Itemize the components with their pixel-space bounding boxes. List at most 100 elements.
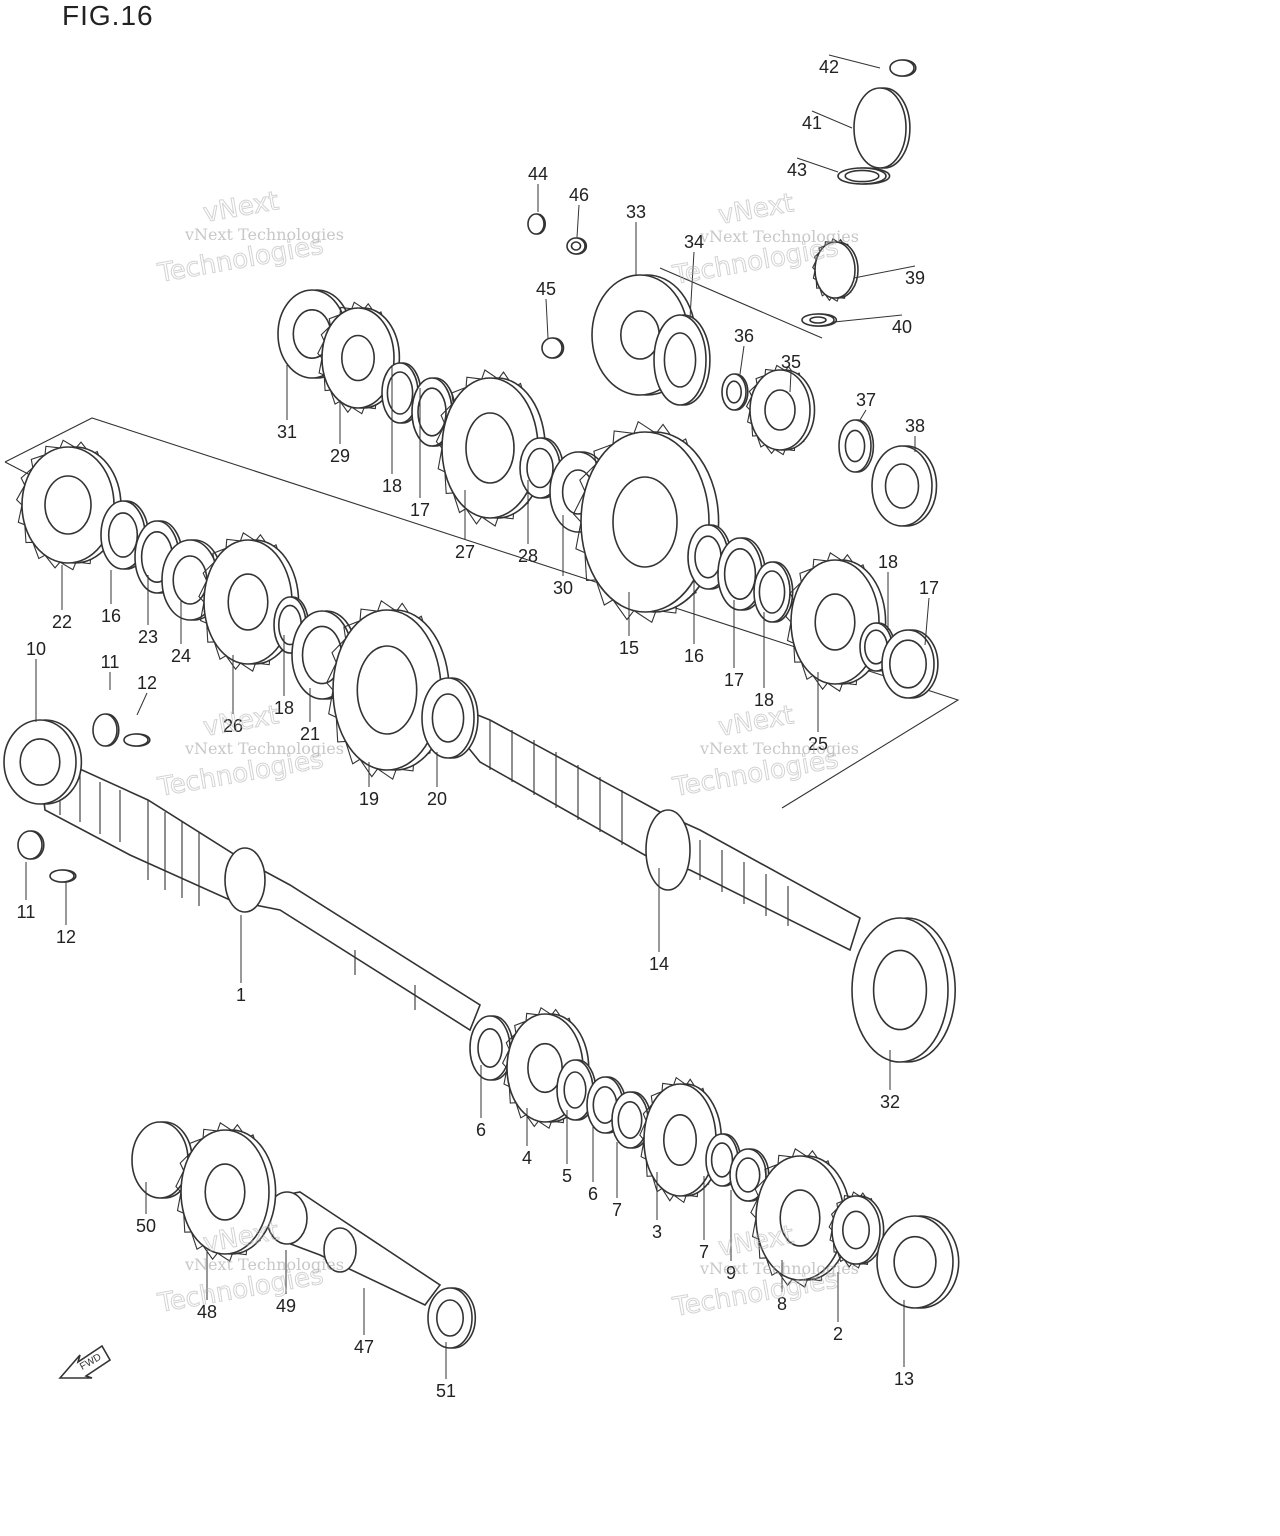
part-number-label: 1 [236, 985, 246, 1005]
part-bore [809, 316, 827, 324]
component-shape [876, 1215, 960, 1309]
watermark-text: vNext [716, 700, 796, 743]
part-number-label: 31 [277, 422, 297, 442]
part-face [123, 733, 149, 747]
part-number-label: 4 [522, 1148, 532, 1168]
leader-line [859, 409, 867, 421]
leader-line [689, 251, 695, 319]
part-number-label: 12 [56, 927, 76, 947]
part-number-label: 3 [652, 1222, 662, 1242]
lower-shaft [266, 1191, 442, 1307]
component-shape [871, 445, 938, 527]
part-number-label: 11 [17, 902, 36, 922]
part-number-label: 26 [223, 716, 243, 736]
watermark-text: vNext [716, 188, 796, 231]
part-face [721, 373, 747, 411]
part-face [814, 241, 856, 299]
watermark-text: vNext Technologies [184, 1255, 344, 1274]
part-face [17, 830, 43, 860]
gear-set-boundary [4, 267, 960, 809]
part-number-label: 7 [612, 1200, 622, 1220]
watermark-text: vNext Technologies [699, 227, 859, 246]
part-bore [888, 639, 927, 689]
component-shape [853, 87, 911, 169]
component-shape [435, 369, 547, 527]
component-shape [639, 1076, 723, 1204]
part-bore [477, 1028, 503, 1069]
leader-line [545, 298, 549, 339]
part-face [838, 419, 872, 473]
part-number-label: 16 [684, 646, 704, 666]
part-bore [417, 387, 447, 437]
component-shape [801, 313, 838, 327]
part-number-label: 8 [777, 1294, 787, 1314]
part-number-label: 18 [382, 476, 402, 496]
part-bore [841, 1210, 870, 1250]
part-number-label: 17 [919, 578, 939, 598]
part-number-label: 36 [734, 326, 754, 346]
component-shape [838, 419, 875, 473]
part-number-label: 14 [649, 954, 669, 974]
part-face [643, 1083, 717, 1197]
part-number-label: 42 [819, 57, 839, 77]
part-face [611, 1091, 649, 1149]
component-shape [381, 362, 422, 424]
part-number-label: 10 [26, 639, 46, 659]
watermark-text: vNext Technologies [184, 739, 344, 758]
part-number-label: 48 [197, 1302, 217, 1322]
part-bore [44, 475, 92, 535]
part-number-label: 17 [724, 670, 744, 690]
component-shape [653, 314, 711, 406]
part-face [441, 377, 539, 519]
component-shape [427, 1287, 477, 1349]
part-bore [435, 1299, 464, 1337]
part-bore [872, 949, 928, 1031]
part-face [49, 869, 75, 883]
leader-line [853, 265, 916, 279]
part-number-label: 33 [626, 202, 646, 222]
part-bore [723, 547, 757, 600]
component-shape [572, 420, 720, 624]
part-bore [617, 1101, 643, 1140]
part-number-label: 17 [410, 500, 430, 520]
part-face [853, 87, 907, 169]
leader-lines [25, 54, 930, 1379]
part-bore [844, 429, 866, 463]
part-face [566, 237, 586, 255]
part-face [790, 559, 880, 685]
component-shape [753, 561, 794, 623]
part-bore [204, 1163, 246, 1221]
leader-line [796, 157, 839, 173]
part-bore [356, 645, 418, 735]
part-bore [465, 412, 515, 484]
part-number-label: 7 [699, 1242, 709, 1262]
fwd-arrow-icon: FWD [58, 1344, 112, 1379]
part-number-label: 11 [101, 652, 120, 672]
part-bore [563, 1071, 587, 1109]
component-shape [881, 629, 939, 699]
part-number-label: 23 [138, 627, 158, 647]
part-number-label: 51 [436, 1381, 456, 1401]
leader-line [739, 345, 745, 375]
part-bore [663, 332, 697, 388]
part-number-label: 29 [330, 446, 350, 466]
component-shape [541, 337, 565, 359]
component-shape [750, 1148, 852, 1288]
part-bore [612, 476, 678, 568]
part-number-label: 15 [619, 638, 639, 658]
part-number-label: 13 [894, 1369, 914, 1389]
part-bore [662, 1114, 697, 1167]
figure-title: FIG.16 [62, 0, 154, 31]
part-number-label: 46 [569, 185, 589, 205]
part-bore [735, 1157, 761, 1193]
part-number-label: 49 [276, 1296, 296, 1316]
component-shape [49, 869, 77, 883]
part-face [180, 1129, 270, 1255]
part-number-label: 39 [905, 268, 925, 288]
leader-line [811, 110, 853, 129]
